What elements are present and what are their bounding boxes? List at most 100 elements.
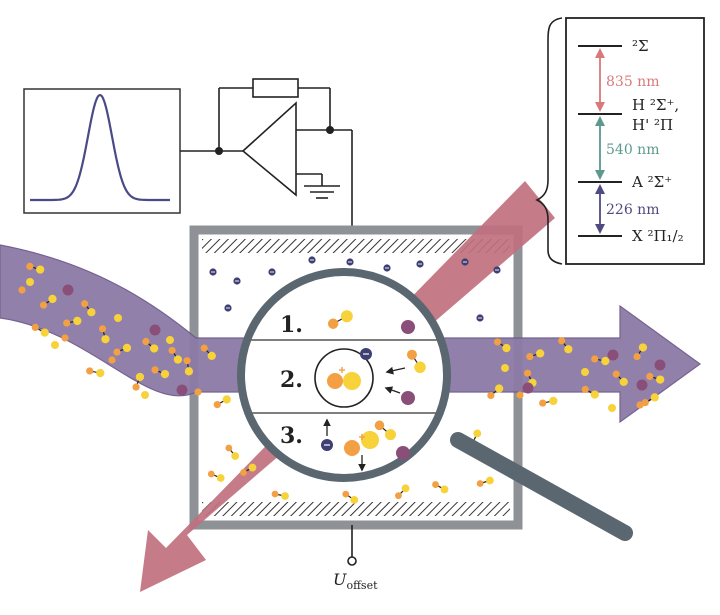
molecule — [327, 310, 353, 329]
ion — [149, 324, 161, 336]
electron — [308, 256, 316, 264]
particle-layer — [18, 262, 666, 504]
signal-box — [23, 88, 181, 214]
electron — [321, 439, 333, 451]
lens-illustrations — [314, 310, 426, 472]
ground-icon — [304, 174, 340, 199]
signal-display — [23, 88, 181, 214]
atom — [61, 334, 69, 342]
orbit-ring — [314, 348, 374, 408]
ion — [396, 446, 410, 460]
molecule — [31, 323, 49, 337]
bottom-electrode — [202, 502, 510, 516]
molecule — [342, 490, 359, 504]
molecule — [168, 346, 183, 364]
molecule — [646, 372, 665, 384]
molecule — [240, 463, 257, 476]
atom — [166, 336, 174, 344]
electron — [360, 348, 372, 360]
junction-dot — [326, 126, 334, 134]
atom — [18, 286, 26, 294]
electron — [224, 304, 232, 312]
molecule — [132, 372, 145, 391]
molecule — [207, 470, 225, 482]
transition-arrow-540 — [595, 116, 605, 180]
molecule — [183, 357, 194, 376]
offset-terminal: Uoffset — [333, 525, 378, 592]
molecular-beam — [0, 244, 702, 424]
molecule — [200, 344, 216, 361]
ion — [401, 391, 415, 405]
molecule — [39, 294, 57, 309]
molecule — [476, 476, 494, 487]
molecule — [225, 444, 240, 460]
level-label-h: H ²Σ⁺, — [632, 96, 679, 114]
step-2-label: 2. — [280, 367, 303, 393]
molecule — [487, 384, 504, 400]
atom — [516, 391, 524, 399]
atom — [327, 373, 343, 389]
atom — [344, 440, 360, 456]
ion — [176, 384, 188, 396]
magnifier-icon — [237, 268, 633, 541]
electron — [476, 314, 484, 322]
atom — [581, 368, 589, 376]
molecule — [374, 420, 397, 441]
atom — [51, 341, 59, 349]
offset-label: Uoffset — [333, 570, 378, 592]
molecule — [98, 325, 110, 344]
ion — [636, 379, 648, 391]
molecule — [142, 337, 159, 353]
atom — [114, 314, 122, 322]
wavelength-540-label: 540 nm — [606, 142, 659, 158]
molecule — [641, 393, 659, 407]
electron — [346, 258, 354, 266]
ion — [401, 320, 415, 334]
electron-layer — [209, 256, 501, 322]
molecule — [539, 396, 558, 407]
molecule — [612, 370, 628, 387]
level-label-h-prime: H' ²Π — [632, 116, 673, 134]
molecule — [633, 343, 648, 361]
step-3-label: 3. — [280, 423, 303, 449]
wavelength-226-label: 226 nm — [606, 202, 659, 218]
gaussian-signal-icon — [30, 93, 170, 202]
electron — [268, 268, 276, 276]
magnifier-lens — [241, 272, 447, 478]
molecule — [406, 349, 426, 374]
level-label-x: X ²Π₁/₂ — [632, 227, 684, 245]
atom — [636, 401, 644, 409]
electron — [233, 277, 241, 285]
molecule — [271, 490, 289, 500]
atom — [141, 391, 149, 399]
atom — [26, 278, 34, 286]
ion — [607, 349, 619, 361]
feedback-resistor — [252, 78, 299, 98]
molecule — [86, 367, 105, 378]
molecule — [113, 343, 132, 356]
motion-arrow — [385, 366, 406, 375]
op-amp-icon — [241, 101, 297, 197]
molecule — [526, 349, 545, 361]
molecule — [558, 337, 573, 354]
ion — [522, 382, 534, 394]
atom — [361, 431, 379, 449]
molecule — [591, 355, 610, 366]
level-label-a: A ²Σ⁺ — [631, 173, 672, 191]
wavelength-835-label: 835 nm — [606, 74, 659, 90]
electron — [493, 266, 501, 274]
level-label-sigma: ²Σ — [632, 37, 649, 55]
magnifier-handle — [450, 432, 633, 541]
motion-arrow — [384, 386, 401, 394]
molecule — [432, 481, 449, 494]
electron — [383, 264, 391, 272]
molecule — [523, 369, 537, 387]
top-electrode — [202, 239, 510, 253]
ion — [654, 359, 666, 371]
ion — [62, 284, 74, 296]
molecule — [63, 316, 82, 327]
atom — [108, 356, 116, 364]
lens-content — [241, 339, 447, 414]
